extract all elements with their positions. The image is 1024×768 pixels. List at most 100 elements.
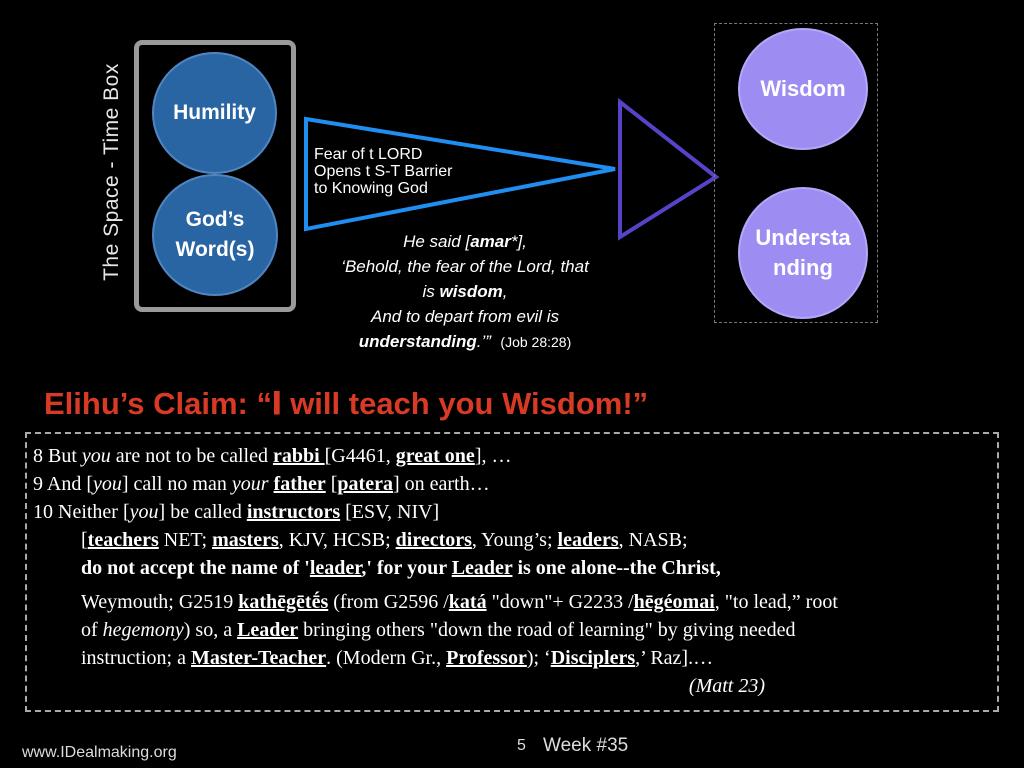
quote-line-5: understanding.’” (Job 28:28) <box>310 329 620 355</box>
wisdom-circle: Wisdom <box>738 28 868 150</box>
humility-label: Humility <box>173 101 256 124</box>
verse-text: hegemony <box>102 619 184 641</box>
claim-glyph: 𝐈 <box>271 386 282 421</box>
verse-text: ] on earth… <box>392 473 490 495</box>
verse-text: of <box>81 619 103 641</box>
quote-text: is <box>422 282 440 301</box>
term-master-teacher: Master-Teacher <box>190 647 327 669</box>
term-masters: masters <box>212 529 279 551</box>
quote-wisdom: wisdom <box>439 282 503 301</box>
fear-of-lord-text: Fear of t LORD Opens t S-T Barrier to Kn… <box>314 146 452 197</box>
matthew-verse-box: 8 But you are not to be called rabbi [G4… <box>25 432 999 712</box>
quote-reference: (Job 28:28) <box>500 334 572 350</box>
verse-text: ,’ Raz].… <box>635 647 714 669</box>
understanding-circle: Understa nding <box>738 187 868 319</box>
quote-line-1: He said [amar*], <box>310 229 620 254</box>
verse-text: , Young’s; <box>471 529 558 551</box>
verse-text: (from G2596 / <box>328 591 449 613</box>
verse-text: you <box>129 501 159 523</box>
translations-line-1: [teachers NET; masters, KJV, HCSB; direc… <box>33 526 997 554</box>
claim-text: will teach you Wisdom!” <box>281 386 649 421</box>
fear-wedge <box>304 116 616 232</box>
verse-text: Weymouth; G2519 <box>81 591 239 613</box>
elihu-claim-heading: Elihu’s Claim: “𝐈 will teach you Wisdom!… <box>44 386 648 423</box>
term-kathegetes: kathēgētḗs <box>238 591 329 613</box>
job-quote: He said [amar*], ‘Behold, the fear of th… <box>310 229 620 355</box>
verse-text: [ <box>325 473 338 495</box>
quote-text: , <box>502 282 508 301</box>
gods-word-label-line1: God’s <box>185 208 245 231</box>
term-professor: Professor <box>446 647 527 669</box>
term-disciplers: Disciplers <box>550 647 636 669</box>
outcome-box <box>714 23 878 323</box>
verse-text: , NASB; <box>618 529 688 551</box>
quote-text: He said [ <box>403 232 471 251</box>
term-leader-christ: Leader <box>451 557 513 579</box>
verse-text: , "to lead,” root <box>714 591 838 613</box>
verse-text: ) so, a <box>183 619 238 641</box>
term-directors: directors <box>395 529 472 551</box>
quote-understanding: understanding <box>358 332 477 351</box>
arrow-triangle <box>618 97 720 241</box>
translations-line-5: instruction; a Master-Teacher. (Modern G… <box>33 644 997 672</box>
term-rabbi: rabbi <box>272 445 325 467</box>
verse-text: ); ‘ <box>526 647 551 669</box>
fear-line-2: Opens t S-T Barrier <box>314 163 453 180</box>
term-leader: Leader <box>237 619 299 641</box>
verse-text: [G4461, <box>324 445 396 467</box>
term-instructors: instructors <box>246 501 341 523</box>
quote-line-2: ‘Behold, the fear of the Lord, that <box>341 257 589 276</box>
verse-10: 10 Neither [you] be called instructors [… <box>33 498 997 526</box>
verse-text: ] call no man <box>121 473 232 495</box>
space-time-box <box>134 40 296 312</box>
verse-text: ], … <box>474 445 512 467</box>
quote-text: .’” <box>476 332 491 351</box>
claim-text: Elihu’s Claim: “ <box>44 386 272 421</box>
verse-text: ,' for your <box>361 557 452 579</box>
footer-website: www.IDealmaking.org <box>22 744 177 761</box>
verse-8: 8 But you are not to be called rabbi [G4… <box>33 442 997 470</box>
verse-text: your <box>231 473 269 495</box>
quote-line-4: And to depart from evil is <box>370 307 560 326</box>
verse-text: you <box>93 473 122 495</box>
verse-9: 9 And [you] call no man your father [pat… <box>33 470 997 498</box>
verse-text: 9 And [ <box>33 473 93 495</box>
verse-text: , KJV, HCSB; <box>278 529 396 551</box>
term-leader: leader <box>309 557 362 579</box>
term-teachers: teachers <box>87 529 159 551</box>
fear-line-3: to Knowing God <box>314 180 428 197</box>
verse-text: ] be called <box>158 501 247 523</box>
understanding-label-line1: Understa <box>755 225 851 250</box>
verse-text: bringing others "down the road of learni… <box>298 619 796 641</box>
verse-text: you <box>81 445 111 467</box>
fear-line-1: Fear of t LORD <box>314 146 423 163</box>
understanding-label-line2: nding <box>773 255 833 280</box>
term-leaders: leaders <box>557 529 619 551</box>
verse-text: (Matt 23) <box>688 675 765 697</box>
translations-line-3: Weymouth; G2519 kathēgētḗs (from G2596 /… <box>33 588 997 616</box>
verse-text: instruction; a <box>81 647 191 669</box>
verse-text: [ <box>81 529 88 551</box>
verse-text: "down"+ G2233 / <box>486 591 634 613</box>
translations-line-4: of hegemony) so, a Leader bringing other… <box>33 616 997 644</box>
footer-page-number: 5 <box>517 737 526 754</box>
term-father: father <box>273 473 326 495</box>
wisdom-label: Wisdom <box>760 76 846 101</box>
quote-line-3: is wisdom, <box>310 279 620 304</box>
term-hegeomai: hēgéomai <box>633 591 715 613</box>
term-great-one: great one <box>395 445 475 467</box>
quote-amar: amar <box>470 232 511 251</box>
verse-text: 8 But <box>33 445 82 467</box>
footer-week: Week #35 <box>543 735 629 756</box>
gods-word-circle: God’s Word(s) <box>152 174 278 296</box>
matthew-citation: (Matt 23) <box>33 672 997 700</box>
term-kata: katá <box>448 591 487 613</box>
verse-text: NET; <box>158 529 213 551</box>
translations-line-2: do not accept the name of 'leader,' for … <box>33 554 997 582</box>
verse-text: is one alone--the Christ, <box>512 557 721 579</box>
verse-text: 10 Neither [ <box>33 501 130 523</box>
humility-circle: Humility <box>152 52 277 174</box>
term-patera: patera <box>337 473 393 495</box>
verse-text: are not to be called <box>110 445 273 467</box>
verse-text: do not accept the name of ' <box>81 557 310 579</box>
